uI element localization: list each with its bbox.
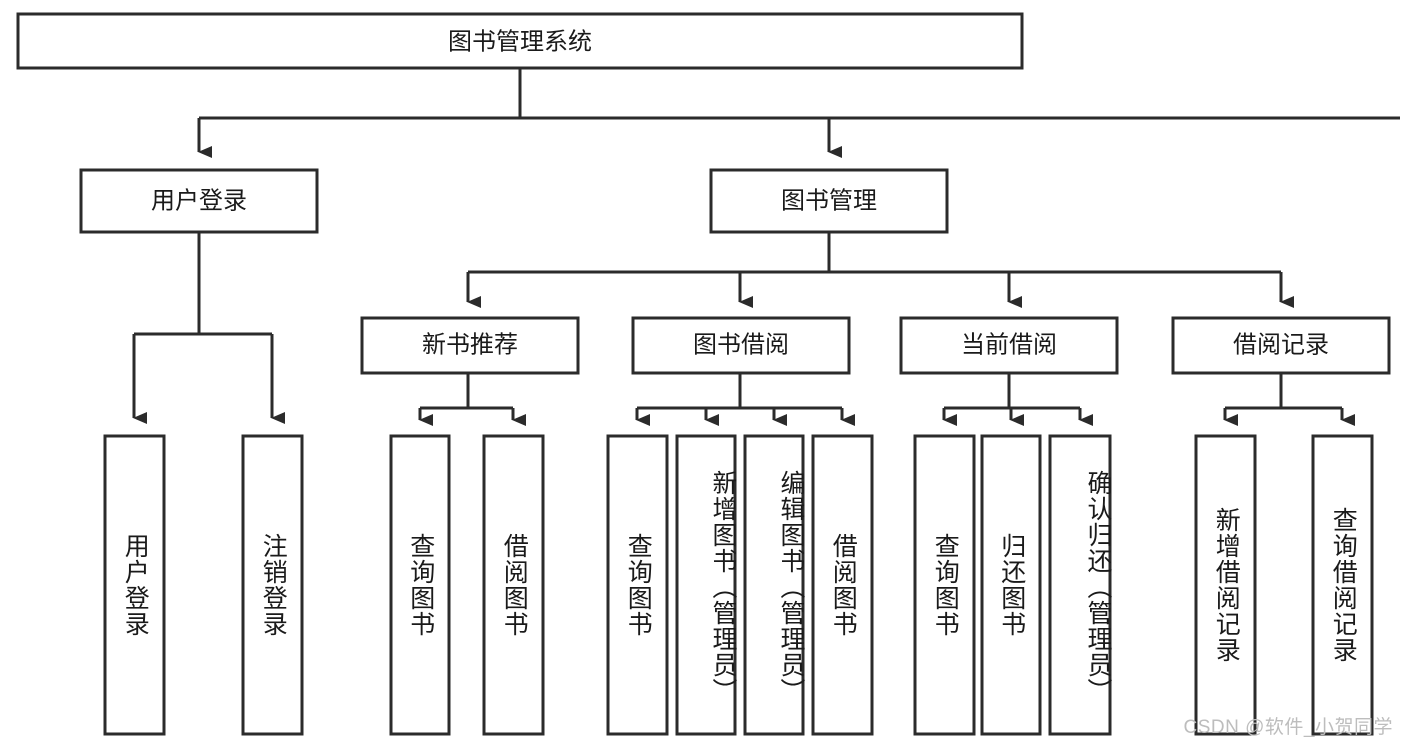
connectors-bookmgmt-to-level3 — [466, 232, 1294, 308]
node-current-borrow[interactable]: 当前借阅 — [899, 316, 1119, 375]
node-book-management[interactable]: 图书管理 — [709, 168, 949, 234]
node-book-borrow-box[interactable] — [631, 316, 851, 375]
node-user-login-box[interactable] — [79, 168, 319, 234]
node-new-book-recommend-label: 新书推荐 — [422, 331, 518, 358]
leaf-box-query-book-current[interactable] — [913, 434, 976, 736]
connectors-records-to-leaves — [1223, 373, 1355, 426]
node-new-book-recommend[interactable]: 新书推荐 — [360, 316, 580, 375]
leaf-box-borrow-book[interactable] — [811, 434, 874, 736]
node-user-login-label: 用户登录 — [151, 187, 247, 214]
node-book-borrow[interactable]: 图书借阅 — [631, 316, 851, 375]
leaf-box-add-book-admin[interactable] — [675, 434, 737, 736]
leaf-box-query-book-borrow[interactable] — [606, 434, 669, 736]
node-root-label: 图书管理系统 — [448, 28, 592, 55]
node-book-management-label: 图书管理 — [781, 187, 877, 214]
leaf-boxes — [103, 434, 1374, 736]
connectors-current-to-leaves — [942, 373, 1093, 426]
leaf-box-user-login[interactable] — [103, 434, 166, 736]
leaf-box-logout[interactable] — [241, 434, 304, 736]
node-current-borrow-label: 当前借阅 — [961, 331, 1057, 358]
node-book-borrow-label: 图书借阅 — [693, 331, 789, 358]
leaf-box-borrow-book-newbook[interactable] — [482, 434, 545, 736]
leaf-box-return-book[interactable] — [980, 434, 1042, 736]
csdn-watermark: CSDN @软件_小贺同学 — [1183, 717, 1393, 738]
leaf-box-add-borrow-record[interactable] — [1194, 434, 1257, 736]
node-current-borrow-box[interactable] — [899, 316, 1119, 375]
connectors-borrow-to-leaves — [635, 373, 855, 426]
connectors-newbook-to-leaves — [418, 373, 526, 426]
leaf-box-edit-book-admin[interactable] — [743, 434, 805, 736]
node-book-management-box[interactable] — [709, 168, 949, 234]
connectors-root-to-level2 — [197, 68, 1400, 158]
leaf-box-confirm-return-admin[interactable] — [1048, 434, 1112, 736]
node-borrow-records[interactable]: 借阅记录 — [1171, 316, 1391, 375]
node-new-book-recommend-box[interactable] — [360, 316, 580, 375]
node-root-box[interactable] — [16, 12, 1024, 70]
node-root[interactable]: 图书管理系统 — [16, 12, 1024, 70]
leaf-box-query-borrow-record[interactable] — [1311, 434, 1374, 736]
node-borrow-records-label: 借阅记录 — [1233, 331, 1329, 358]
node-user-login[interactable]: 用户登录 — [79, 168, 319, 234]
connectors-userlogin-to-leaves — [132, 232, 285, 424]
leaf-box-query-book-newbook[interactable] — [389, 434, 451, 736]
node-borrow-records-box[interactable] — [1171, 316, 1391, 375]
